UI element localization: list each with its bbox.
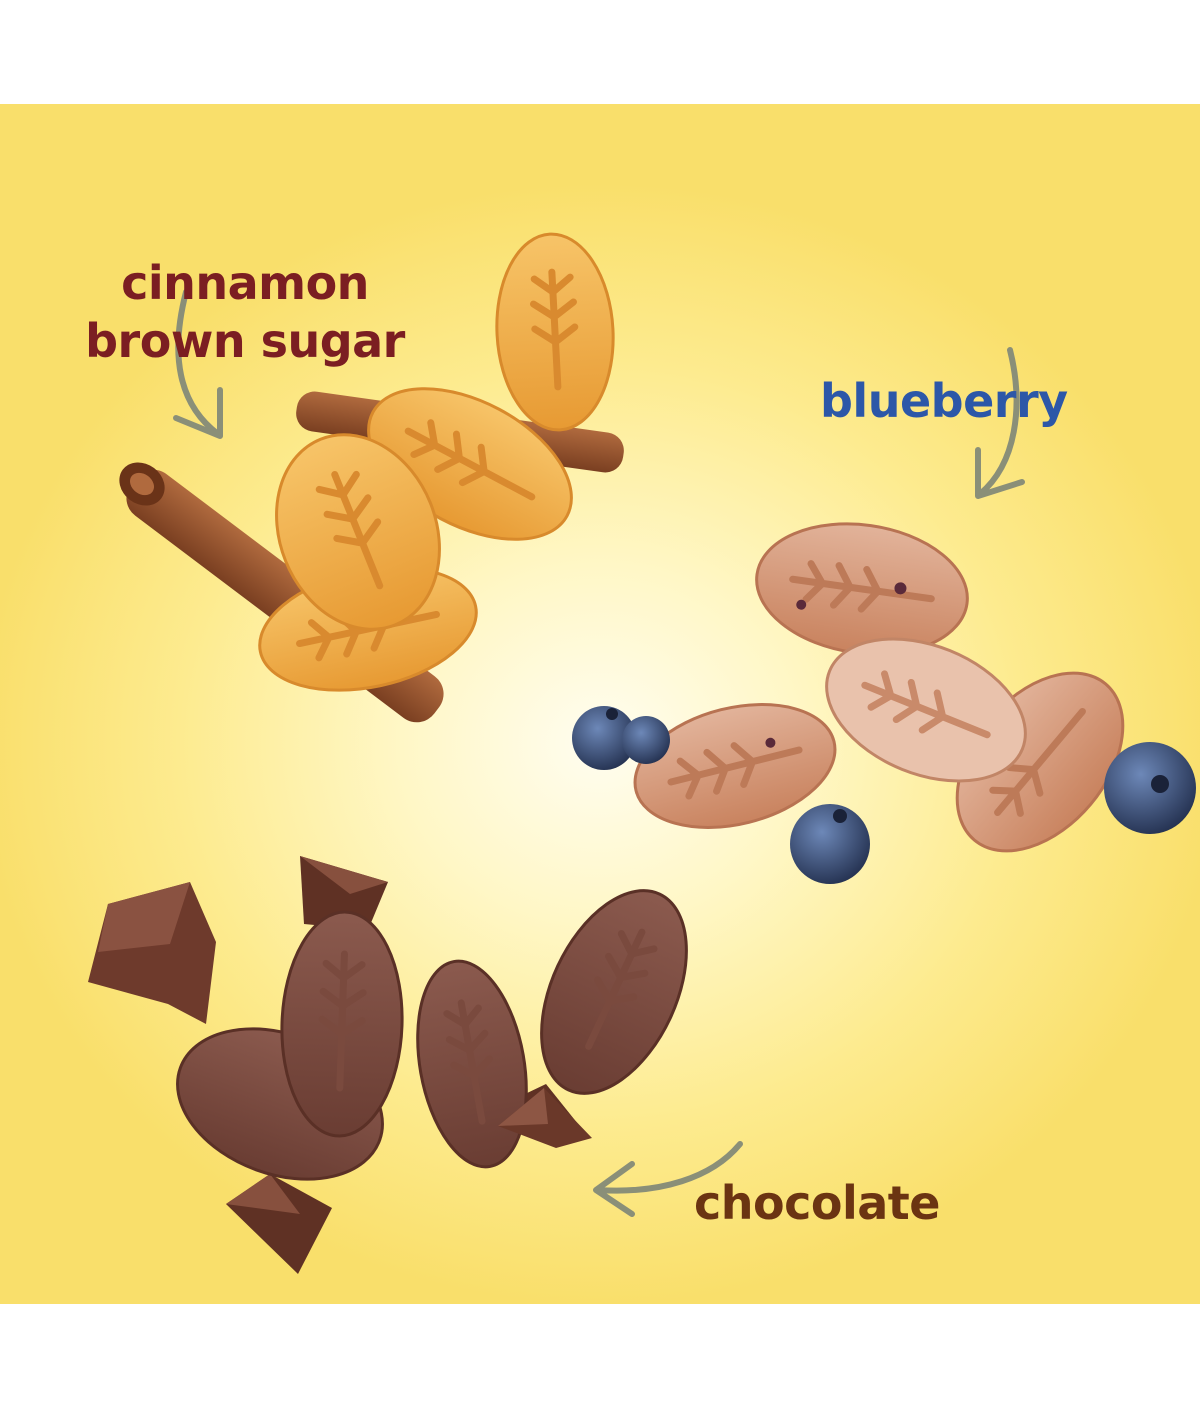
cinnamon-label-line2: brown sugar <box>85 314 405 368</box>
curved-arrow-down-icon <box>173 289 223 439</box>
chocolate-chunk <box>226 1174 332 1274</box>
cinnamon-label-line1: cinnamon <box>121 256 369 310</box>
blueberry-fruit <box>790 804 870 884</box>
curved-arrow-down-icon <box>975 347 1025 499</box>
chocolate-biscuit <box>540 889 688 1095</box>
blueberry-biscuit <box>633 703 837 829</box>
blueberry-fruit <box>622 716 670 764</box>
chocolate-chunk <box>300 856 388 930</box>
product-flavor-panel: cinnamon brown sugar blueberry chocolate <box>0 104 1200 1304</box>
chocolate-chunk <box>498 1088 592 1148</box>
chocolate-biscuit <box>280 910 404 1138</box>
curved-arrow-left-icon <box>593 1141 743 1217</box>
blueberry-fruit <box>572 706 636 770</box>
flavor-illustration <box>88 232 1196 1274</box>
chocolate-label: chocolate <box>694 1176 940 1230</box>
cinnamon-brown-sugar-label: cinnamon brown sugar <box>80 254 410 370</box>
blueberry-fruit <box>1104 742 1196 834</box>
blueberry-label: blueberry <box>820 374 1068 428</box>
chocolate-chunk <box>88 882 216 1024</box>
cinnamon-biscuit <box>495 232 615 432</box>
chocolate-biscuit <box>416 959 528 1169</box>
cinnamon-biscuit <box>275 433 441 631</box>
blueberry-biscuit <box>825 637 1027 783</box>
